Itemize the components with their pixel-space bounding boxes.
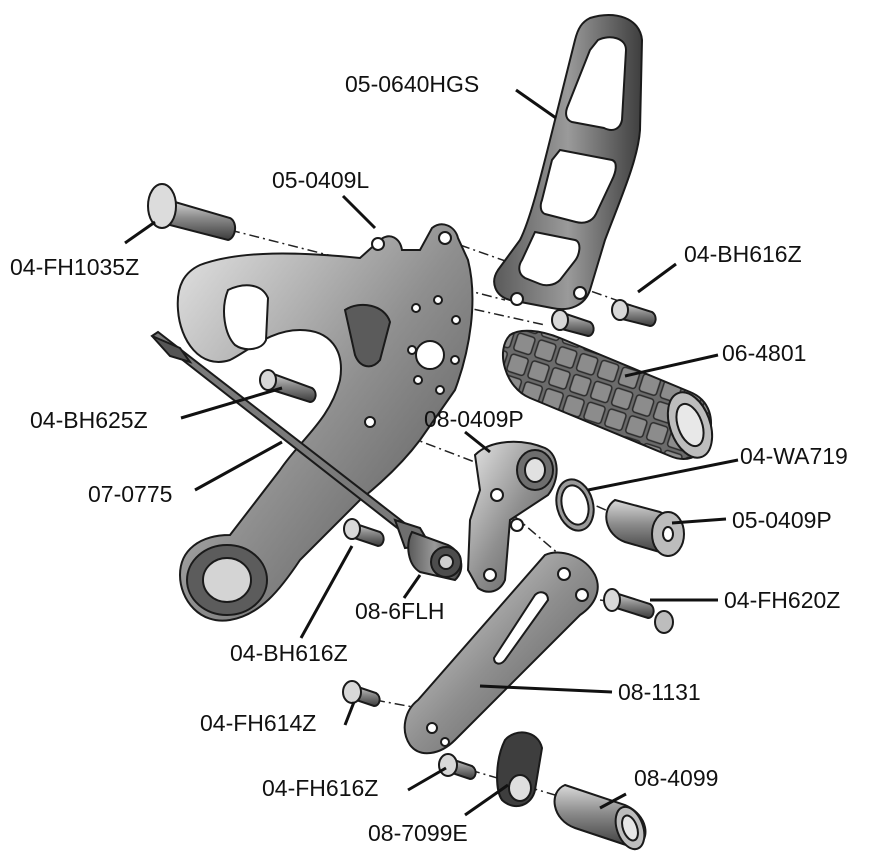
rod-bolt-part [343,518,385,548]
leader-rod-bolt [299,545,354,639]
label-plate-bolt: 04-BH625Z [30,407,148,433]
leader-rod-end [402,574,422,599]
washer-part [555,478,595,532]
leader-lever [479,684,613,694]
leader-cam [464,783,509,817]
leader-pivot-bracket [464,430,491,454]
main-plate-part [176,223,474,622]
label-cam: 08-7099E [368,820,468,846]
hanger-bolts-part [551,299,657,338]
part-labels: 05-0640HGS 05-0409L 04-FH1035Z 04-BH616Z… [10,71,848,846]
leader-pivot-bolt [124,220,156,245]
lever-bolt-part [603,588,674,634]
label-bushing: 05-0409P [732,507,832,533]
pivot-bolt-part [147,183,236,242]
label-rod-end: 08-6FLH [355,598,444,624]
label-footpeg: 06-4801 [722,340,806,366]
leader-washer [587,458,739,492]
footpeg-part [501,329,714,460]
rod-end-part [407,530,463,582]
label-main-plate: 05-0409L [272,167,369,193]
leader-tip-bolt-b [407,766,447,792]
leader-bushing [671,517,727,525]
leader-footpeg [624,353,719,378]
leader-rod [194,440,283,492]
label-tip-bolt-a: 04-FH614Z [200,710,316,736]
label-lever-bolt: 04-FH620Z [724,587,840,613]
leader-tip-bolt-a [343,701,356,726]
leader-hanger-bolt [637,262,677,294]
label-washer: 04-WA719 [740,443,848,469]
label-sleeve: 08-4099 [634,765,718,791]
leader-sleeve [599,792,627,810]
label-rod: 07-0775 [88,481,172,507]
label-pivot-bracket: 08-0409P [424,406,524,432]
label-lever: 08-1131 [618,679,701,705]
hanger-bracket-part [493,14,644,310]
label-rod-bolt: 04-BH616Z [230,640,348,666]
leader-plate-bolt [180,386,283,420]
pivot-bracket-part [466,440,558,593]
cam-part [496,731,544,808]
leader-main-plate [341,194,377,230]
tip-bolt-a-part [342,680,381,708]
plate-bolt-part [259,369,317,404]
label-tip-bolt-b: 04-FH616Z [262,775,378,801]
leader-lines [124,88,739,817]
bushing-part [605,498,685,557]
lever-part [403,551,599,755]
sleeve-part [553,783,647,851]
label-hanger: 05-0640HGS [345,71,479,97]
label-pivot-bolt: 04-FH1035Z [10,254,139,280]
label-hanger-bolt: 04-BH616Z [684,241,802,267]
tip-bolt-b-part [438,753,477,781]
leader-hanger [515,88,557,120]
